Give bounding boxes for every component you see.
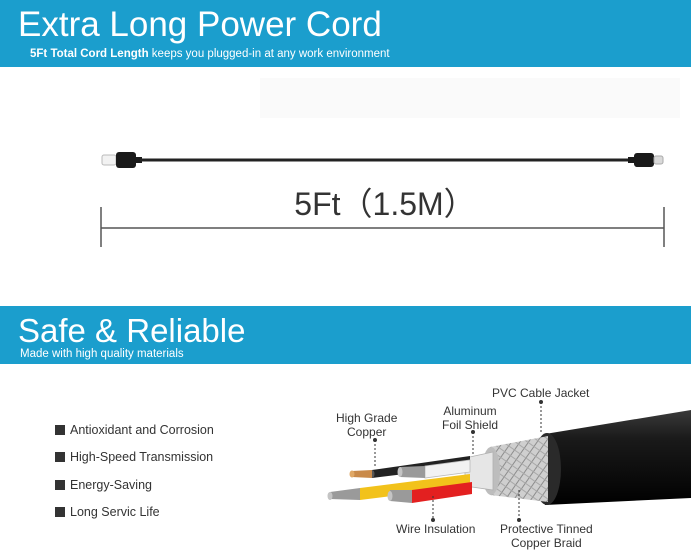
copper-label-line2: Copper (347, 425, 387, 439)
feature-item: Long Servic Life (55, 499, 214, 527)
braid-label: Protective Tinned Copper Braid (500, 522, 593, 550)
feature-item: Antioxidant and Corrosion (55, 416, 214, 444)
bullet-icon (55, 424, 65, 435)
measurement-bracket (100, 207, 665, 247)
silver-strands (400, 466, 425, 478)
header-subtitle-bold: 5Ft Total Cord Length (30, 48, 149, 60)
pvc-jacket-label: PVC Cable Jacket (492, 386, 590, 400)
cable-length-label: 5Ft（1.5M） (294, 186, 476, 222)
feature-label: Antioxidant and Corrosion (70, 422, 214, 437)
header-banner: Extra Long Power Cord 5Ft Total Cord Len… (0, 0, 691, 67)
feature-list: Antioxidant and Corrosion High-Speed Tra… (55, 416, 214, 526)
copper-label-line1: High Grade (336, 411, 398, 425)
feature-label: Long Servic Life (70, 505, 160, 520)
wire-insulation-label: Wire Insulation (396, 522, 476, 536)
foil-label-line2: Foil Shield (442, 418, 499, 432)
copper-braid (490, 436, 548, 502)
feature-label: High-Speed Transmission (70, 450, 214, 465)
header-subtitle-rest: keeps you plugged-in at any work environ… (148, 48, 390, 60)
feature-item: Energy-Saving (55, 471, 214, 499)
silver-strands-yellow (330, 488, 360, 500)
copper-label: High Grade Copper (336, 411, 397, 439)
header-subtitle: 5Ft Total Cord Length keeps you plugged-… (30, 47, 390, 61)
braid-label-line2: Copper Braid (511, 536, 582, 550)
bullet-icon (55, 479, 65, 490)
yellow-wire (360, 474, 470, 500)
feature-label: Energy-Saving (70, 477, 152, 492)
copper-strands-black (352, 470, 372, 478)
right-connector (628, 153, 664, 167)
foil-label-line1: Aluminum (443, 404, 497, 418)
silver-strands-red (390, 490, 412, 503)
braid-label-line1: Protective Tinned (500, 522, 593, 536)
bullet-icon (55, 452, 65, 463)
pvc-jacket (545, 410, 691, 505)
section-title: Safe & Reliable (18, 312, 246, 349)
section-subtitle: Made with high quality materials (20, 348, 184, 360)
feature-item: High-Speed Transmission (55, 444, 214, 472)
section-banner: Safe & Reliable Made with high quality m… (0, 306, 691, 364)
cable-length-illustration (100, 152, 665, 247)
red-wire (412, 482, 472, 503)
left-connector (101, 152, 142, 168)
bullet-icon (55, 507, 65, 518)
header-title: Extra Long Power Cord (18, 5, 382, 44)
foil-label: Aluminum Foil Shield (442, 404, 498, 432)
